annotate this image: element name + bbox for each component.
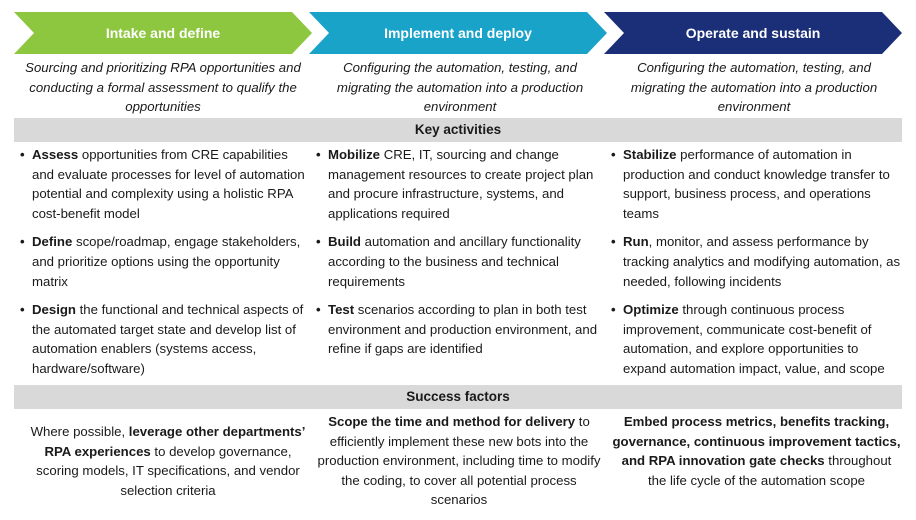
- activity-item: • Test scenarios according to plan in bot…: [316, 300, 604, 359]
- activity-lead: Optimize: [623, 302, 679, 318]
- activity-item: • Build automation and ancillary function…: [316, 232, 604, 291]
- bullet-icon: •: [20, 302, 25, 318]
- activities-column-implement: • Mobilize CRE, IT, sourcing and change m…: [316, 145, 604, 359]
- phase-chevron-intake: Intake and define: [14, 12, 312, 54]
- activity-text: opportunities from CRE capabilities and …: [32, 147, 305, 221]
- bullet-icon: •: [611, 302, 616, 318]
- bullet-icon: •: [611, 234, 616, 250]
- success-emphasis: Embed process metrics, benefits tracking…: [612, 414, 901, 469]
- activity-item: • Design the functional and technical asp…: [20, 300, 310, 378]
- success-emphasis: leverage other departments’ RPA experien…: [44, 424, 306, 459]
- activity-text: , monitor, and assess performance by tra…: [623, 234, 901, 289]
- activity-lead: Stabilize: [623, 147, 677, 162]
- success-emphasis: Scope the time and method for delivery: [328, 414, 576, 429]
- activity-item: • Mobilize CRE, IT, sourcing and change m…: [316, 145, 604, 223]
- bullet-icon: •: [316, 147, 321, 162]
- chevron-shape: [604, 12, 902, 54]
- success-factor-intake: Where possible, leverage other departmen…: [28, 422, 308, 500]
- activities-column-operate: • Stabilize performance of automation in …: [611, 145, 902, 379]
- success-text: to efficiently implement these new bots …: [317, 414, 601, 508]
- activity-lead: Run: [623, 234, 649, 250]
- activity-lead: Assess: [32, 147, 79, 162]
- activity-text: scope/roadmap, engage stakeholders, and …: [32, 234, 301, 289]
- success-factors-band: Success factors: [14, 385, 902, 409]
- chevron-shape: [309, 12, 607, 54]
- phase-description: Configuring the automation, testing, and…: [630, 60, 878, 114]
- activities-column-intake: • Assess opportunities from CRE capabilit…: [20, 145, 310, 379]
- activity-item: • Run, monitor, and assess performance by…: [611, 232, 902, 291]
- activity-text: performance of automation in production …: [623, 147, 890, 221]
- phase-chevron-operate: Operate and sustain: [604, 12, 902, 54]
- success-text: Where possible,: [30, 424, 129, 439]
- phase-description: Configuring the automation, testing, and…: [336, 60, 584, 114]
- activity-text: through continuous process improvement, …: [623, 302, 885, 376]
- success-factor-operate: Embed process metrics, benefits tracking…: [611, 412, 902, 490]
- activity-lead: Define: [32, 234, 73, 250]
- activity-item: • Optimize through continuous process imp…: [611, 300, 902, 378]
- phase-title: Operate and sustain: [685, 25, 821, 41]
- phase-title: Intake and define: [105, 25, 221, 41]
- activity-text: CRE, IT, sourcing and change management …: [328, 147, 594, 221]
- activity-lead: Build: [328, 234, 361, 250]
- bullet-icon: •: [316, 302, 321, 318]
- activity-text: the functional and technical aspects of …: [32, 302, 304, 376]
- success-factor-implement: Scope the time and method for delivery t…: [316, 412, 602, 510]
- bullet-icon: •: [20, 147, 25, 162]
- activity-text: automation and ancillary functionality a…: [328, 234, 581, 289]
- phase-chevron-implement: Implement and deploy: [309, 12, 607, 54]
- phase-description: Sourcing and prioritizing RPA opportunit…: [25, 60, 301, 114]
- success-text: to develop governance, scoring models, I…: [36, 443, 300, 498]
- chevron-shape: [14, 12, 312, 54]
- success-text: throughout the life cycle of the automat…: [648, 453, 892, 488]
- bullet-icon: •: [316, 234, 321, 250]
- phase-title: Implement and deploy: [384, 25, 532, 41]
- key-activities-band: Key activities: [14, 118, 902, 142]
- bullet-icon: •: [20, 234, 25, 250]
- activity-lead: Mobilize: [328, 147, 381, 162]
- bullet-icon: •: [611, 147, 616, 162]
- activity-text: scenarios according to plan in both test…: [328, 302, 598, 357]
- activity-lead: Design: [32, 302, 76, 318]
- activity-item: • Define scope/roadmap, engage stakeholde…: [20, 232, 310, 291]
- activity-item: • Stabilize performance of automation in …: [611, 145, 902, 223]
- activity-lead: Test: [328, 302, 355, 318]
- activity-item: • Assess opportunities from CRE capabilit…: [20, 145, 310, 223]
